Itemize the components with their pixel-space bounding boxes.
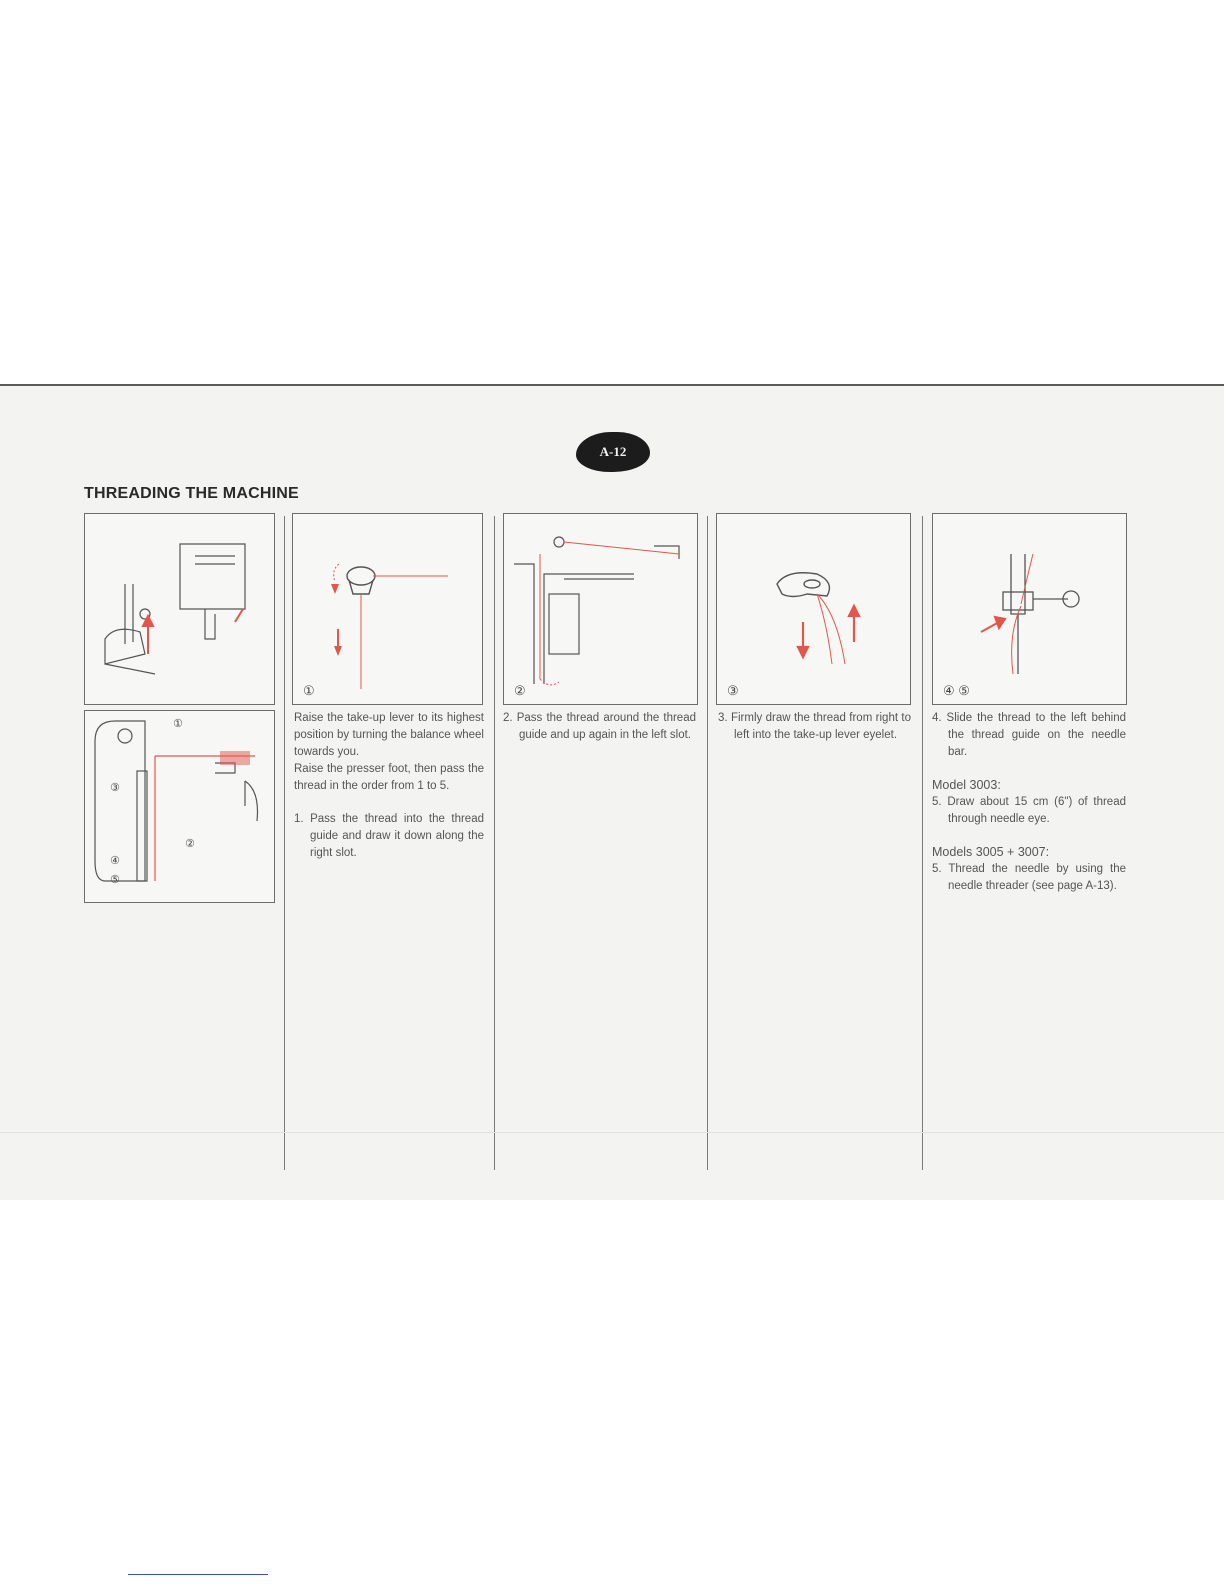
callout-3: ③	[110, 781, 120, 794]
left-slot-illustration	[514, 536, 680, 686]
column-divider-4	[922, 516, 923, 1170]
thread-guide-illustration	[331, 563, 448, 689]
column-divider-3	[707, 516, 708, 1170]
threading-path-illustration: ① ② ③ ④ ⑤	[94, 717, 259, 886]
column-2-text: 2. Pass the thread around the thread gui…	[503, 710, 696, 744]
column-1-text: Raise the take-up lever to its highest p…	[294, 710, 484, 862]
needle-bar-illustration	[980, 553, 1080, 675]
figure-threading-path: ① ② ③ ④ ⑤	[84, 710, 275, 903]
intro-raise-lever: Raise the take-up lever to its highest p…	[294, 712, 484, 758]
faint-rule	[0, 1132, 1224, 1133]
intro-raise-foot: Raise the presser foot, then pass the th…	[294, 763, 484, 792]
take-up-lever-illustration	[776, 572, 861, 665]
callout-2: ②	[185, 837, 195, 850]
figure-label-3: ③	[727, 683, 739, 698]
step-4-text: 4. Slide the thread to the left behind t…	[932, 712, 1126, 758]
models-3005-3007-heading: Models 3005 + 3007:	[932, 845, 1050, 859]
step-5-models-3005-3007: 5. Thread the needle by using the needle…	[932, 863, 1126, 892]
figure-overview-raise-foot	[84, 513, 275, 705]
figure-step-4-5: ④ ⑤	[932, 513, 1127, 705]
step-5-model-3003: 5. Draw about 15 cm (6") of thread throu…	[932, 796, 1126, 825]
figure-step-1: ①	[292, 513, 483, 705]
figure-label-1: ①	[303, 683, 315, 698]
column-3-text: 3. Firmly draw the thread from right to …	[718, 710, 911, 744]
figure-step-3: ③	[716, 513, 911, 705]
step-3-text: 3. Firmly draw the thread from right to …	[718, 712, 911, 741]
model-3003-heading: Model 3003:	[932, 778, 1001, 792]
callout-4: ④	[110, 854, 120, 867]
column-divider-1	[284, 516, 285, 1170]
step-1-text: 1. Pass the thread into the thread guide…	[294, 813, 484, 859]
figure-label-4-5: ④ ⑤	[943, 683, 970, 698]
page-number-badge: A-12	[576, 432, 650, 472]
column-4-text: 4. Slide the thread to the left behind t…	[932, 710, 1126, 895]
callout-1: ①	[173, 717, 183, 730]
callout-5: ⑤	[110, 873, 120, 886]
step-2-text: 2. Pass the thread around the thread gui…	[503, 712, 696, 741]
column-divider-2	[494, 516, 495, 1170]
figure-step-2: ②	[503, 513, 698, 705]
figure-label-2: ②	[514, 683, 526, 698]
overview-illustration	[104, 543, 246, 675]
page-title: THREADING THE MACHINE	[84, 485, 299, 502]
footer-link-underline	[128, 1574, 268, 1575]
